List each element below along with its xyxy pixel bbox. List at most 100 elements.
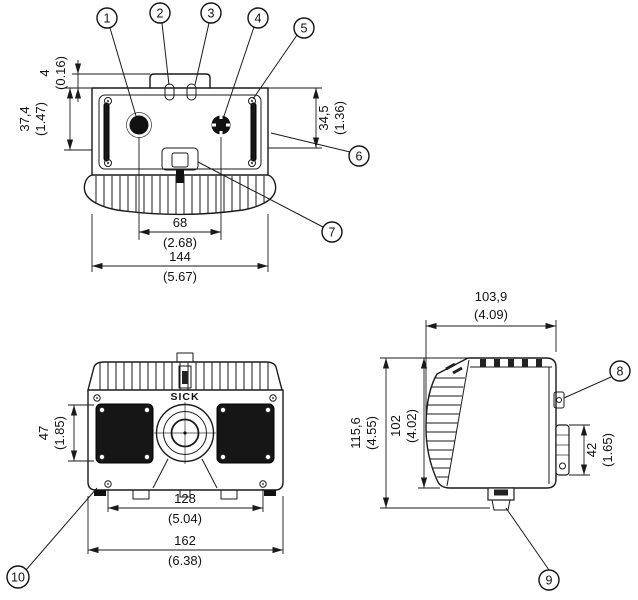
- dim-top-68: 68 (2.68): [138, 137, 222, 250]
- dim-128-in: (5.04): [168, 511, 202, 526]
- dim-47-mm: 47: [36, 426, 51, 440]
- dim-34-mm: 34,5: [316, 105, 331, 130]
- mounting-hole-right-ticks: [212, 115, 230, 135]
- callout-1: 1: [96, 7, 118, 29]
- side-inner-lines: [470, 366, 552, 484]
- callout-5: 5: [293, 17, 315, 39]
- dim-102-in: (4.02): [404, 409, 419, 443]
- mounting-hole-left: [129, 115, 149, 135]
- callouts: 1 2 3 4 5 6 7 8: [6, 2, 631, 591]
- callout-8-label: 8: [617, 364, 624, 378]
- dim-side-115: 115,6 (4.55): [348, 357, 490, 509]
- dim-front-47: 47 (1.85): [36, 404, 94, 462]
- dim-144-mm: 144: [169, 249, 191, 264]
- fin-fan-outline: [83, 174, 277, 216]
- callout-3: 3: [200, 2, 222, 24]
- front-body-screws: [93, 394, 277, 488]
- bottom-tab-center: [179, 489, 191, 498]
- dim-47-in: (1.85): [52, 416, 67, 450]
- cable-gland-hole-left: [164, 83, 175, 101]
- bottom-connector-pin: [498, 502, 504, 508]
- front-cable-housing: [178, 365, 192, 389]
- dim-37-in: (1.47): [33, 102, 48, 136]
- bottom-tab-right: [220, 489, 238, 500]
- dim-144-in: (5.67): [163, 269, 197, 284]
- dim-162-mm: 162: [174, 533, 196, 548]
- callout-9-label: 9: [546, 573, 553, 587]
- front-heatsink-outline: [87, 361, 283, 391]
- dim-162-in: (6.38): [168, 553, 202, 568]
- front-top-bump: [176, 352, 194, 363]
- top-view: 4 (0.16) 37,4 (1.47) 34,5 (1.36) 68 (2.6…: [17, 56, 347, 284]
- dim-68-in: (2.68): [163, 235, 197, 250]
- rear-connector-ribs: [556, 434, 569, 456]
- dim-115-in: (4.55): [364, 416, 379, 450]
- dim-102-mm: 102: [388, 415, 403, 437]
- rear-connector-hole: [559, 462, 566, 470]
- callout-6: 6: [348, 145, 370, 167]
- dim-115-mm: 115,6: [348, 417, 363, 449]
- dim-4-mm: 4: [37, 69, 52, 76]
- dim-68-mm: 68: [173, 215, 187, 230]
- dim-front-128: 128 (5.04): [107, 489, 264, 526]
- rear-upper-fitting: [553, 391, 565, 409]
- dim-4-in: (0.16): [53, 56, 68, 90]
- dim-side-42: 42 (1.65): [569, 424, 615, 476]
- bottom-tab-left: [132, 489, 150, 500]
- side-fin-divider: [446, 359, 470, 487]
- callout-6-label: 6: [356, 149, 363, 163]
- dim-128-mm: 128: [174, 491, 196, 506]
- dim-top-34: 34,5 (1.36): [268, 87, 347, 149]
- side-top-slots: [480, 359, 542, 367]
- camera-lens: [154, 402, 216, 464]
- callout-9: 9: [538, 569, 560, 591]
- dim-42-mm: 42: [584, 443, 599, 457]
- mounting-hole-right: [211, 115, 231, 135]
- rear-upper-fitting-hole: [556, 397, 562, 403]
- dim-103-in: (4.09): [474, 307, 508, 322]
- dim-103-mm: 103,9: [475, 289, 508, 304]
- dim-side-103: 103,9 (4.09): [425, 289, 557, 420]
- optics-window-left: [95, 403, 154, 464]
- front-heatsink-fins: [99, 362, 269, 390]
- side-fins: [426, 377, 468, 478]
- dim-42-in: (1.65): [600, 433, 615, 467]
- cable-gland-hole-right: [186, 83, 197, 101]
- bracket-slot-left: [103, 102, 110, 162]
- fin-fan-lines: [95, 176, 265, 214]
- center-latch-tab: [176, 170, 184, 183]
- dim-side-102: 102 (4.02): [388, 358, 440, 489]
- callout-5-label: 5: [301, 21, 308, 35]
- window-screws: [99, 407, 271, 460]
- dim-top-144: 144 (5.67): [91, 214, 269, 284]
- side-slant-slots: [445, 362, 463, 375]
- front-view: SICK: [36, 352, 284, 568]
- callout-8: 8: [609, 360, 631, 382]
- bottom-connector-slot: [494, 489, 508, 496]
- brand-logo: SICK: [170, 391, 199, 403]
- callout-4-label: 4: [255, 11, 262, 25]
- bottom-connector-plug: [491, 499, 511, 511]
- foot-left: [94, 490, 106, 496]
- foot-right: [264, 490, 276, 496]
- dim-top-4: 4 (0.16): [37, 56, 150, 102]
- callout-1-label: 1: [104, 11, 111, 25]
- rear-connector-block: [555, 424, 570, 476]
- optics-window-right: [216, 403, 275, 464]
- callout-7-label: 7: [329, 225, 336, 239]
- callout-2-label: 2: [157, 6, 164, 20]
- callout-10-label: 10: [11, 570, 25, 584]
- callout-2: 2: [149, 2, 171, 24]
- bracket-screws: [104, 97, 256, 167]
- bracket-inner-outline: [98, 94, 262, 170]
- callout-3-label: 3: [208, 6, 215, 20]
- bracket-slot-right: [250, 102, 257, 162]
- front-bottom-vee: [152, 458, 218, 489]
- dim-top-37: 37,4 (1.47): [17, 88, 92, 151]
- callout-4: 4: [247, 7, 269, 29]
- side-view: 103,9 (4.09) 115,6 (4.55) 102 (4.02) 42 …: [348, 289, 615, 511]
- top-connector-bump: [149, 73, 211, 89]
- dim-34-in: (1.36): [332, 101, 347, 135]
